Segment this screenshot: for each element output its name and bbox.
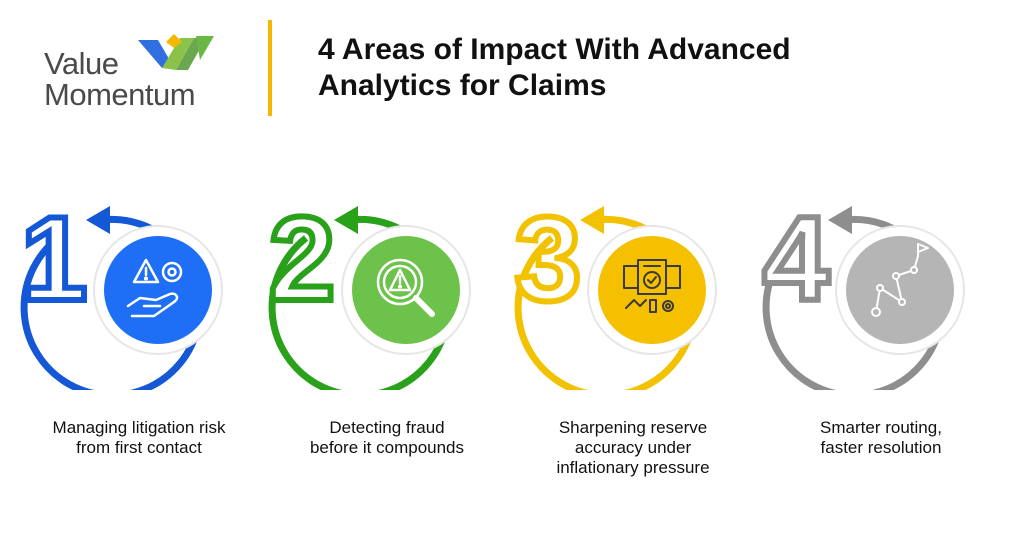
area-4-caption: Smarter routing, faster resolution — [756, 418, 1006, 458]
impact-area-3: 3 Sharpening reserve accuracy under infl… — [508, 190, 758, 520]
logo-word-value: Value — [44, 46, 119, 81]
area-1-caption-line: from first contact — [76, 438, 202, 457]
area-4-caption-line: Smarter routing, — [820, 418, 942, 437]
area-1-caption: Managing litigation risk from first cont… — [14, 418, 264, 458]
area-2-caption: Detecting fraud before it compounds — [262, 418, 512, 458]
area-2-number: 2 — [269, 192, 336, 326]
area-3-caption: Sharpening reserve accuracy under inflat… — [508, 418, 758, 478]
value-momentum-logo-mark-icon — [138, 34, 214, 70]
area-4-arrowhead-icon — [828, 206, 852, 234]
title-divider — [268, 20, 272, 116]
logo: Value Momentum — [44, 34, 244, 114]
fraud-magnifier-icon — [376, 258, 435, 317]
area-3-ring: 3 — [512, 190, 717, 390]
impact-area-1: 1 Managing litigation risk from first co… — [14, 190, 264, 520]
area-1-icon-circle — [104, 236, 212, 344]
area-3-arrowhead-icon — [580, 206, 604, 234]
logo-word-momentum: Momentum — [44, 77, 196, 112]
area-3-caption-line: inflationary pressure — [556, 458, 710, 477]
area-3-caption-line: Sharpening reserve — [558, 418, 708, 437]
area-2-arrowhead-icon — [334, 206, 358, 234]
area-2-caption-line: Detecting fraud — [329, 418, 445, 437]
area-4-number: 4 — [763, 192, 830, 326]
area-4-ring: 4 — [760, 190, 965, 390]
area-3-caption-line: accuracy under — [574, 438, 692, 457]
area-1-number: 1 — [21, 192, 88, 326]
area-2-caption-line: before it compounds — [309, 438, 465, 457]
area-1-caption-line: Managing litigation risk — [52, 418, 226, 437]
risk-hand-gear-icon — [126, 258, 183, 318]
area-1-ring: 1 — [18, 190, 223, 390]
area-1-arrowhead-icon — [86, 206, 110, 234]
area-4-caption-line: faster resolution — [820, 438, 942, 457]
impact-area-2: 2 Detecting fraud before it compounds — [262, 190, 512, 520]
area-3-number: 3 — [515, 192, 582, 326]
title-line-1: 4 Areas of Impact With Advanced — [318, 33, 791, 66]
reserve-documents-icon — [623, 259, 681, 313]
page-title: 4 Areas of Impact With Advanced Analytic… — [318, 32, 918, 104]
area-2-ring: 2 — [266, 190, 471, 390]
routing-path-icon — [871, 243, 929, 317]
impact-area-4: 4 Smarter routing, faster resolution — [756, 190, 1006, 520]
title-line-2: Analytics for Claims — [318, 69, 607, 102]
